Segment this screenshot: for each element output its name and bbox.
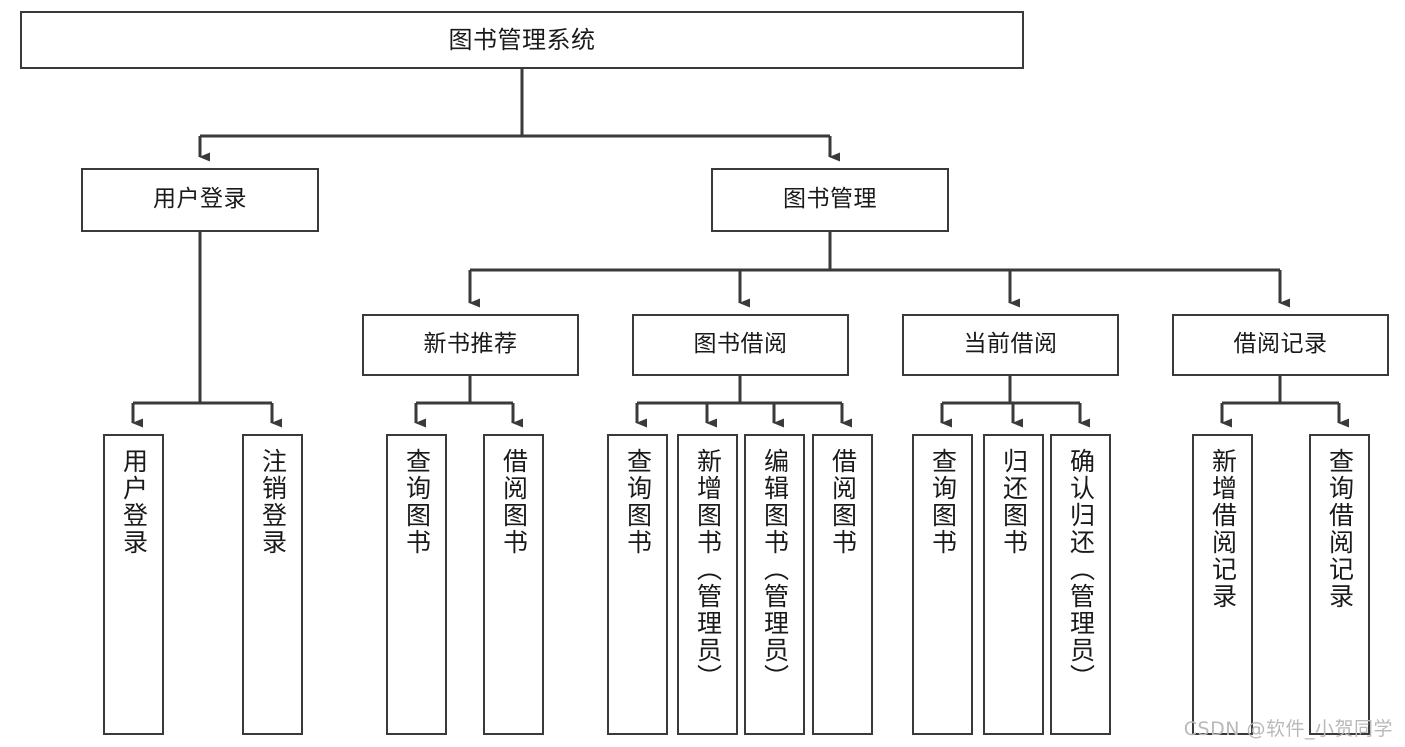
node-label: 确认归还（管理员）: [1066, 448, 1096, 691]
node-current-borrow[interactable]: 当前借阅: [902, 314, 1119, 376]
node-label: 编辑图书（管理员）: [760, 448, 790, 691]
csdn-watermark: CSDN @软件_小贺同学: [1183, 718, 1393, 740]
edges-newbook-to-leaves: [414, 376, 523, 428]
node-label: 注销登录: [258, 448, 288, 556]
node-label: 借阅图书: [828, 448, 858, 556]
edges-bookmanage-to-level3: [468, 232, 1290, 308]
node-leaf-borrow-book-recommend[interactable]: 借阅图书: [483, 434, 544, 735]
node-label: 查询图书: [623, 448, 653, 556]
edges-bookborrow-to-leaves: [635, 376, 852, 428]
node-label: 借阅记录: [1233, 331, 1328, 358]
node-root-book-management-system[interactable]: 图书管理系统: [20, 11, 1024, 69]
node-label: 归还图书: [999, 448, 1029, 556]
node-label: 新增借阅记录: [1208, 448, 1238, 610]
edges-borrowrecord-to-leaves: [1220, 376, 1349, 428]
node-leaf-add-book-admin[interactable]: 新增图书（管理员）: [677, 434, 738, 735]
node-label: 用户登录: [153, 186, 247, 213]
node-user-login[interactable]: 用户登录: [81, 168, 319, 232]
node-leaf-add-borrow-record[interactable]: 新增借阅记录: [1192, 434, 1253, 735]
node-label: 借阅图书: [499, 448, 529, 556]
node-book-manage[interactable]: 图书管理: [711, 168, 949, 232]
node-label: 用户登录: [119, 448, 149, 556]
node-borrow-record[interactable]: 借阅记录: [1172, 314, 1389, 376]
node-label: 查询借阅记录: [1325, 448, 1355, 610]
node-label: 查询图书: [402, 448, 432, 556]
node-label: 图书借阅: [693, 331, 788, 358]
node-label: 查询图书: [928, 448, 958, 556]
node-label: 新增图书（管理员）: [693, 448, 723, 691]
edges-root-to-level2: [198, 69, 840, 162]
node-leaf-query-book-borrow[interactable]: 查询图书: [607, 434, 668, 735]
edges-currentborrow-to-leaves: [940, 376, 1090, 428]
node-label: 图书管理系统: [448, 25, 596, 54]
node-book-borrow[interactable]: 图书借阅: [632, 314, 849, 376]
node-leaf-query-book-recommend[interactable]: 查询图书: [386, 434, 447, 735]
node-leaf-query-borrow-record[interactable]: 查询借阅记录: [1309, 434, 1370, 735]
node-label: 当前借阅: [963, 331, 1058, 358]
node-leaf-user-login[interactable]: 用户登录: [103, 434, 164, 735]
node-leaf-logout[interactable]: 注销登录: [242, 434, 303, 735]
node-leaf-query-book-current[interactable]: 查询图书: [912, 434, 973, 735]
node-leaf-return-book[interactable]: 归还图书: [983, 434, 1044, 735]
node-leaf-edit-book-admin[interactable]: 编辑图书（管理员）: [744, 434, 805, 735]
node-label: 图书管理: [783, 186, 877, 213]
node-label: 新书推荐: [423, 331, 518, 358]
node-new-book-recommendation[interactable]: 新书推荐: [362, 314, 579, 376]
edges-userlogin-to-leaves: [131, 232, 282, 428]
node-leaf-borrow-book[interactable]: 借阅图书: [812, 434, 873, 735]
node-leaf-confirm-return-admin[interactable]: 确认归还（管理员）: [1050, 434, 1111, 735]
